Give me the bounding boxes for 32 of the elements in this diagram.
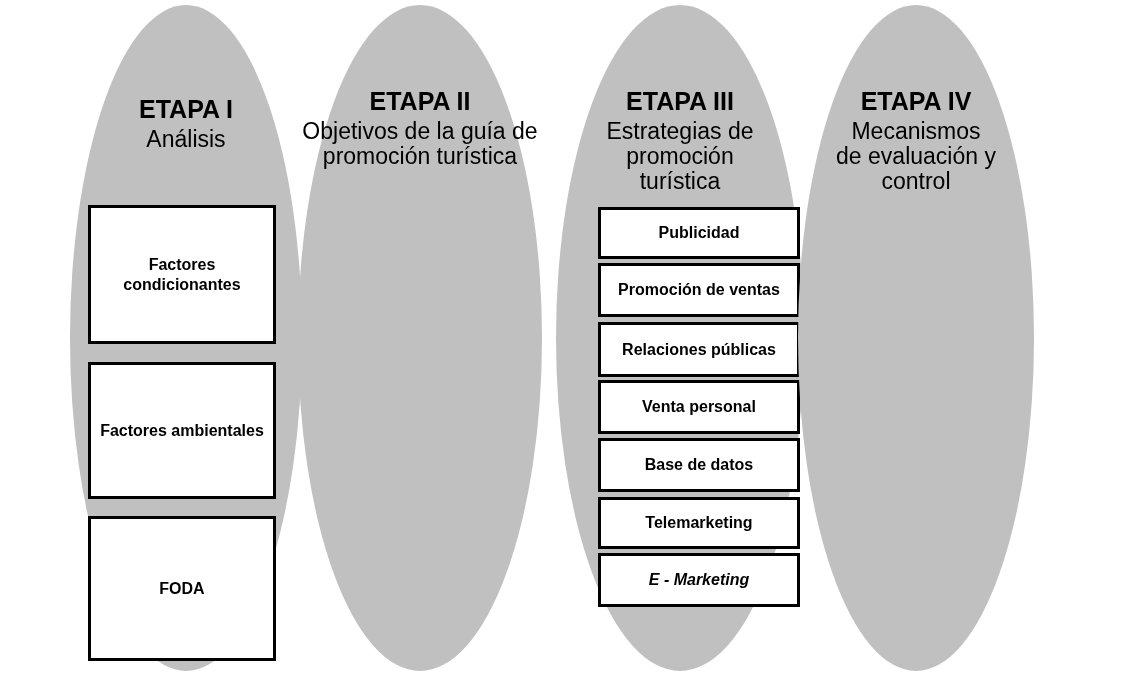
item-label: E - Marketing: [648, 570, 750, 590]
stage-ellipse: [70, 5, 302, 671]
stage-heading: ETAPA I: [138, 95, 234, 124]
item-label: Publicidad: [658, 223, 740, 243]
stage-description: Mecanismos de evaluación y control: [836, 119, 996, 194]
item-box: [598, 263, 800, 317]
stage-description: Objetivos de la guía de promoción turística: [301, 119, 539, 169]
item-label: Relaciones públicas: [622, 339, 776, 360]
item-label: Base de datos: [644, 455, 754, 475]
stage-ellipse: [556, 5, 804, 671]
stage-heading: ETAPA III: [625, 87, 735, 116]
stage-description: Estrategias de promoción turística: [605, 119, 755, 194]
stage-heading: ETAPA IV: [859, 87, 973, 116]
item-box: [598, 553, 800, 607]
item-box: [88, 362, 276, 499]
item-box: [598, 322, 800, 377]
stage-description: Análisis: [145, 127, 227, 152]
item-label: Factores condicionantes: [122, 254, 242, 295]
item-box: [598, 438, 800, 492]
stage-heading: ETAPA II: [368, 87, 472, 116]
stage-ellipse: [298, 5, 542, 671]
item-box: [598, 497, 800, 549]
item-box: [88, 205, 276, 344]
item-label: Venta personal: [642, 397, 756, 417]
item-box: [598, 380, 800, 434]
item-label: FODA: [159, 578, 205, 599]
item-label: Telemarketing: [645, 513, 753, 533]
item-label: Factores ambientales: [100, 420, 264, 441]
stage-ellipse: [798, 5, 1034, 671]
item-box: [88, 516, 276, 661]
item-box: [598, 207, 800, 259]
item-label: Promoción de ventas: [618, 280, 780, 300]
